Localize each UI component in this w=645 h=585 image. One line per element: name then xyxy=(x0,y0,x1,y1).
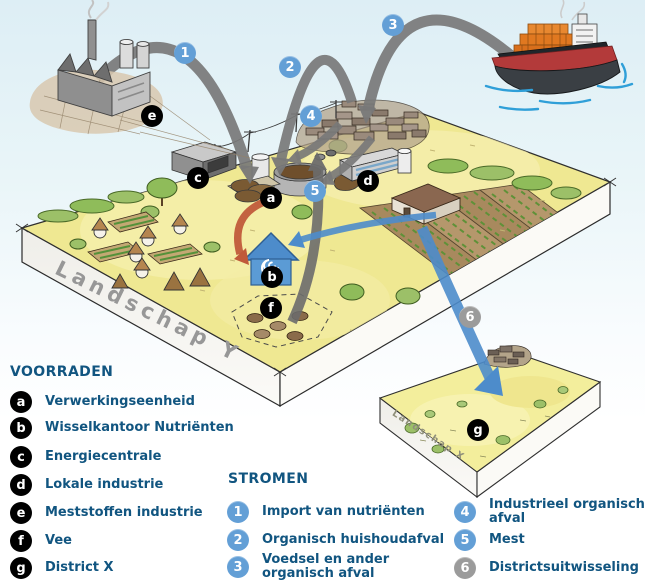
map-marker-g: g xyxy=(467,419,489,441)
urban-block-heap xyxy=(295,99,430,155)
legend-item-flow-2: 2 Organisch huishoudafval xyxy=(227,529,444,551)
legend-label-flow-2: Organisch huishoudafval xyxy=(262,531,445,547)
legend-label-b: Wisselkantoor Nutriënten xyxy=(45,419,234,435)
legend-item-c: c Energiecentrale xyxy=(10,446,161,468)
legend-badge-flow-3: 3 xyxy=(227,556,249,579)
map-marker-d: d xyxy=(357,170,379,192)
map-marker-flow-1: 1 xyxy=(174,42,196,64)
ship-smoke xyxy=(560,0,586,21)
map-marker-flow-2: 2 xyxy=(279,56,301,78)
legend-label-flow-1: Import van nutriënten xyxy=(262,503,425,519)
flow-arrows xyxy=(94,14,520,396)
legend-label-f: Vee xyxy=(45,532,72,548)
map-marker-f: f xyxy=(260,297,282,319)
flow-arrow-blue-to-exchange xyxy=(288,211,437,248)
corner-ticks xyxy=(15,177,617,377)
legend-item-g: g District X xyxy=(10,557,114,579)
legend-label-a: Verwerkingseenheid xyxy=(45,393,195,409)
legend-badge-c: c xyxy=(10,446,32,468)
map-marker-e: e xyxy=(141,105,163,127)
map-marker-flow-5: 5 xyxy=(304,180,326,202)
flow-arc-3 xyxy=(358,14,520,124)
legend-label-g: District X xyxy=(45,559,114,575)
legend-item-flow-1: 1 Import van nutriënten xyxy=(227,501,425,523)
legend-item-b: b Wisselkantoor Nutriënten xyxy=(10,417,234,439)
legend-badge-flow-5: 5 xyxy=(454,529,476,551)
map-marker-b: b xyxy=(261,266,283,288)
island-x-ground-texture xyxy=(410,376,570,446)
map-marker-a: a xyxy=(260,187,282,209)
legend-item-a: a Verwerkingseenheid xyxy=(10,391,195,413)
cargo-ship xyxy=(484,0,634,111)
map-marker-flow-4: 4 xyxy=(300,105,322,127)
legend-item-flow-4: 4 Industrieel organisch afval xyxy=(454,497,645,527)
legend-badge-flow-4: 4 xyxy=(454,501,476,524)
village xyxy=(87,211,211,291)
flow-arrow-6 xyxy=(416,225,503,396)
legend-item-flow-6: 6 Districtsuitwisseling xyxy=(454,557,639,579)
flow-arrow-red-a-to-b xyxy=(233,198,266,265)
legend-item-d: d Lokale industrie xyxy=(10,474,163,496)
island-x-vegetation xyxy=(404,386,569,458)
legend-label-flow-3: Voedsel en ander organisch afval xyxy=(262,552,390,582)
stromen-header: STROMEN xyxy=(228,471,309,487)
legend-badge-e: e xyxy=(10,502,32,524)
legend-label-e: Meststoffen industrie xyxy=(45,504,203,520)
legend-badge-g: g xyxy=(10,557,32,579)
rubble-heap-x xyxy=(483,345,532,368)
water-waves xyxy=(484,62,634,111)
edge-hedges xyxy=(37,158,582,223)
island-landschap-x xyxy=(378,345,602,499)
legend-label-flow-4: Industrieel organisch afval xyxy=(489,497,645,527)
legend-item-flow-3: 3 Voedsel en ander organisch afval xyxy=(227,552,402,582)
legend-label-d: Lokale industrie xyxy=(45,476,164,492)
legend-badge-flow-1: 1 xyxy=(227,501,249,523)
legend-label-flow-5: Mest xyxy=(489,531,525,547)
legend-item-e: e Meststoffen industrie xyxy=(10,502,203,524)
legend-badge-flow-6: 6 xyxy=(454,557,476,579)
legend-badge-d: d xyxy=(10,474,32,496)
legend-badge-f: f xyxy=(10,530,32,552)
map-marker-flow-3: 3 xyxy=(382,14,404,36)
legend-label-c: Energiecentrale xyxy=(45,448,162,464)
legend-badge-b: b xyxy=(10,417,32,439)
flow-arc-2 xyxy=(271,55,357,176)
meststoffen-industrie-factory xyxy=(29,0,251,159)
legend-item-f: f Vee xyxy=(10,530,72,552)
legend-label-flow-6: Districtsuitwisseling xyxy=(489,559,639,575)
voorraden-header: VOORRADEN xyxy=(10,364,114,380)
legend-badge-a: a xyxy=(10,391,32,413)
map-marker-c: c xyxy=(187,167,209,189)
legend-item-flow-5: 5 Mest xyxy=(454,529,525,551)
legend-badge-flow-2: 2 xyxy=(227,529,249,551)
map-marker-flow-6: 6 xyxy=(459,306,481,328)
vee-paddock xyxy=(231,293,333,348)
